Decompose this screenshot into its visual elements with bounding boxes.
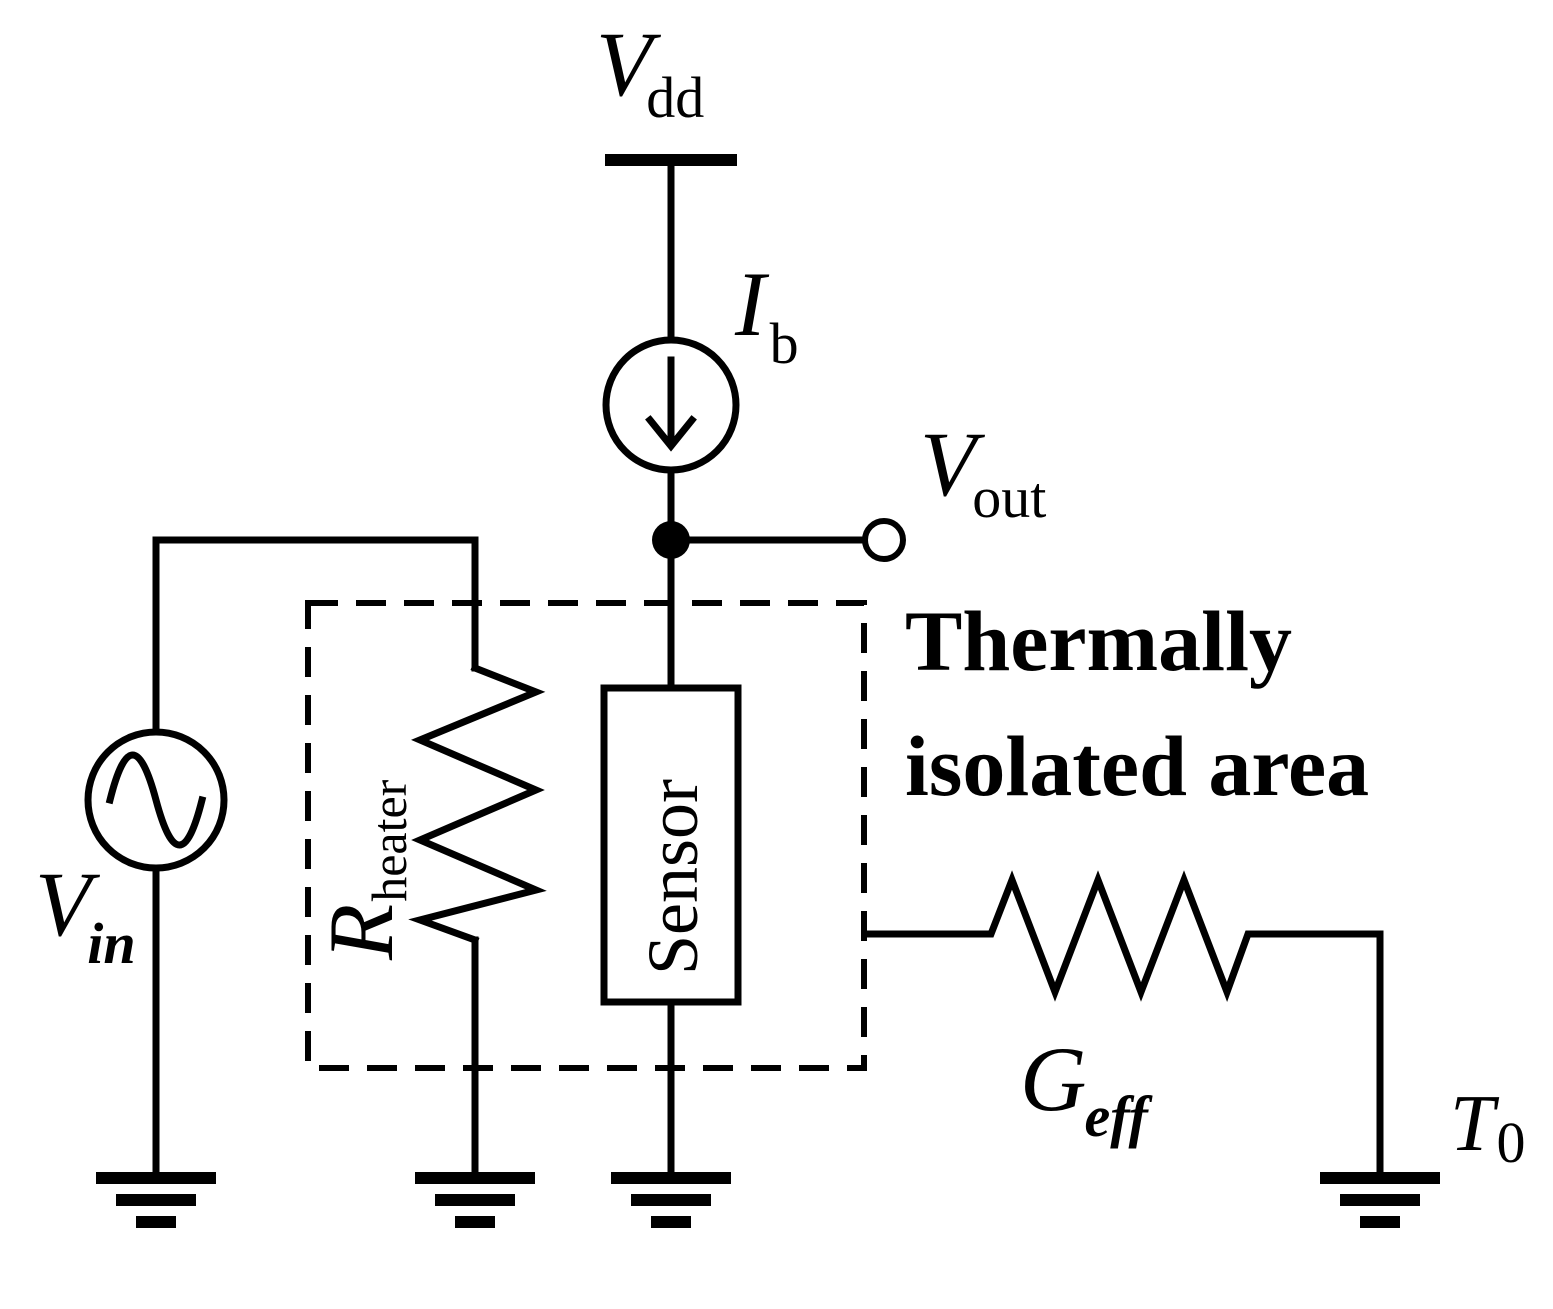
label-t0: T0 — [1450, 1080, 1526, 1175]
heater-resistor — [408, 663, 547, 945]
label-vout: Vout — [920, 413, 1046, 530]
label-vdd: Vdd — [596, 13, 704, 130]
ground-symbol-vin — [96, 1172, 216, 1228]
thermally-isolated-region — [305, 600, 867, 1071]
label-vin: Vin — [35, 853, 136, 976]
ground-symbol-sensor — [611, 1172, 731, 1228]
label-ib: Ib — [734, 253, 799, 376]
vout-terminal — [862, 518, 906, 562]
thermal-conductance-resistor — [862, 870, 1384, 1182]
label-region-line2: isolated area — [905, 718, 1369, 814]
ac-source-vin — [84, 728, 228, 872]
label-region-line1: Thermally — [905, 593, 1292, 689]
label-sensor: Sensor — [633, 779, 713, 975]
ground-symbol-heater — [415, 1172, 535, 1228]
label-geff: Geff — [1020, 1028, 1153, 1149]
ground-symbol-t0 — [1320, 1172, 1440, 1228]
current-source-ib — [602, 336, 740, 474]
label-rheater: Rheater — [310, 779, 417, 961]
wire-vin-to-heater — [152, 536, 479, 736]
